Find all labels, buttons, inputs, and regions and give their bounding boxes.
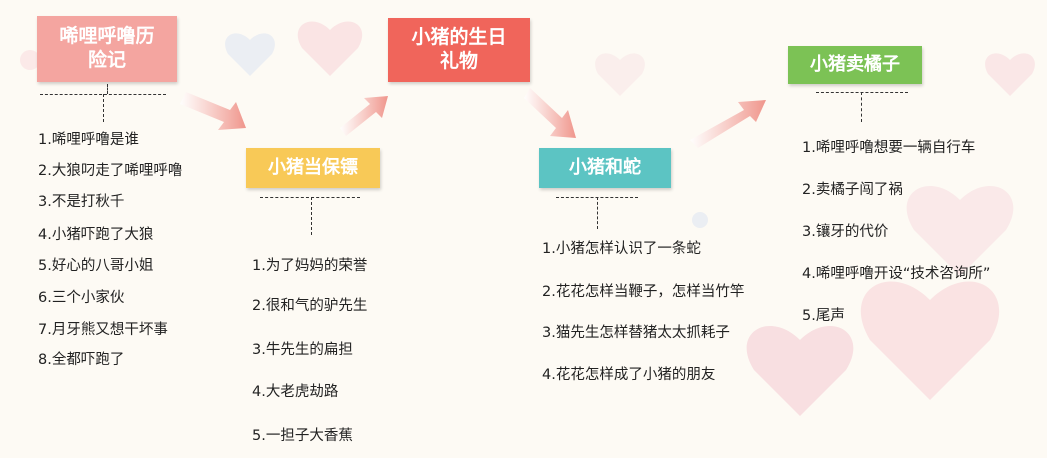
arrow-icon (340, 96, 388, 136)
connector-line (861, 92, 862, 122)
arrow-icon (690, 100, 766, 148)
stage-4-title-box: 小猪和蛇 (539, 148, 671, 188)
connector-line (260, 197, 360, 198)
list-item: 5.好心的八哥小姐 (38, 258, 154, 274)
list-item: 2.花花怎样当鞭子，怎样当竹竿 (542, 284, 745, 300)
stage-3-title-box: 小猪的生日 礼物 (388, 18, 530, 82)
list-item: 2.卖橘子闯了祸 (802, 182, 903, 198)
list-item: 4.花花怎样成了小猪的朋友 (542, 367, 716, 383)
arrow-icon (180, 92, 246, 130)
connector-line (103, 94, 104, 122)
list-item: 2.大狼叼走了唏哩呼噜 (38, 163, 183, 179)
list-item: 4.唏哩呼噜开设“技术咨询所” (802, 266, 991, 282)
heart-shape (225, 33, 275, 76)
list-item: 3.镶牙的代价 (802, 224, 889, 240)
heart-shape (595, 53, 645, 96)
list-item: 8.全都吓跑了 (38, 352, 125, 368)
list-item: 3.牛先生的扁担 (252, 342, 353, 358)
list-item: 1.为了妈妈的荣誉 (252, 258, 368, 274)
stage-5-title: 小猪卖橘子 (810, 53, 900, 75)
connector-line (816, 92, 908, 93)
connector-line (107, 84, 108, 94)
list-item: 1.唏哩呼噜想要一辆自行车 (802, 140, 976, 156)
list-item: 4.大老虎劫路 (252, 384, 339, 400)
heart-shape (985, 53, 1035, 96)
list-item: 1.小猪怎样认识了一条蛇 (542, 241, 701, 257)
stage-5-title-box: 小猪卖橘子 (788, 46, 922, 84)
connector-line (597, 197, 598, 229)
list-item: 1.唏哩呼噜是谁 (38, 132, 139, 148)
stage-2-title: 小猪当保镖 (268, 156, 358, 178)
list-item: 5.一担子大香蕉 (252, 428, 353, 444)
list-item: 2.很和气的驴先生 (252, 298, 368, 314)
arrow-icon (524, 88, 576, 138)
connector-line (311, 197, 312, 235)
stage-2-title-box: 小猪当保镖 (246, 148, 380, 188)
heart-shape (746, 325, 854, 416)
stage-4-title: 小猪和蛇 (569, 156, 641, 178)
stage-1-title-box: 唏哩呼噜历 险记 (37, 16, 177, 82)
stage-1-title: 唏哩呼噜历 险记 (59, 25, 155, 71)
heart-shape (860, 281, 1000, 400)
list-item: 5.尾声 (802, 308, 845, 324)
stage-3-title: 小猪的生日 礼物 (411, 26, 507, 72)
heart-shape (297, 21, 363, 76)
heart-shape (906, 185, 1014, 276)
list-item: 7.月牙熊又想干坏事 (38, 322, 168, 338)
list-item: 3.猫先生怎样替猪太太抓耗子 (542, 325, 730, 341)
list-item: 4.小猪吓跑了大狼 (38, 227, 154, 243)
list-item: 6.三个小家伙 (38, 290, 125, 306)
list-item: 3.不是打秋千 (38, 194, 125, 210)
